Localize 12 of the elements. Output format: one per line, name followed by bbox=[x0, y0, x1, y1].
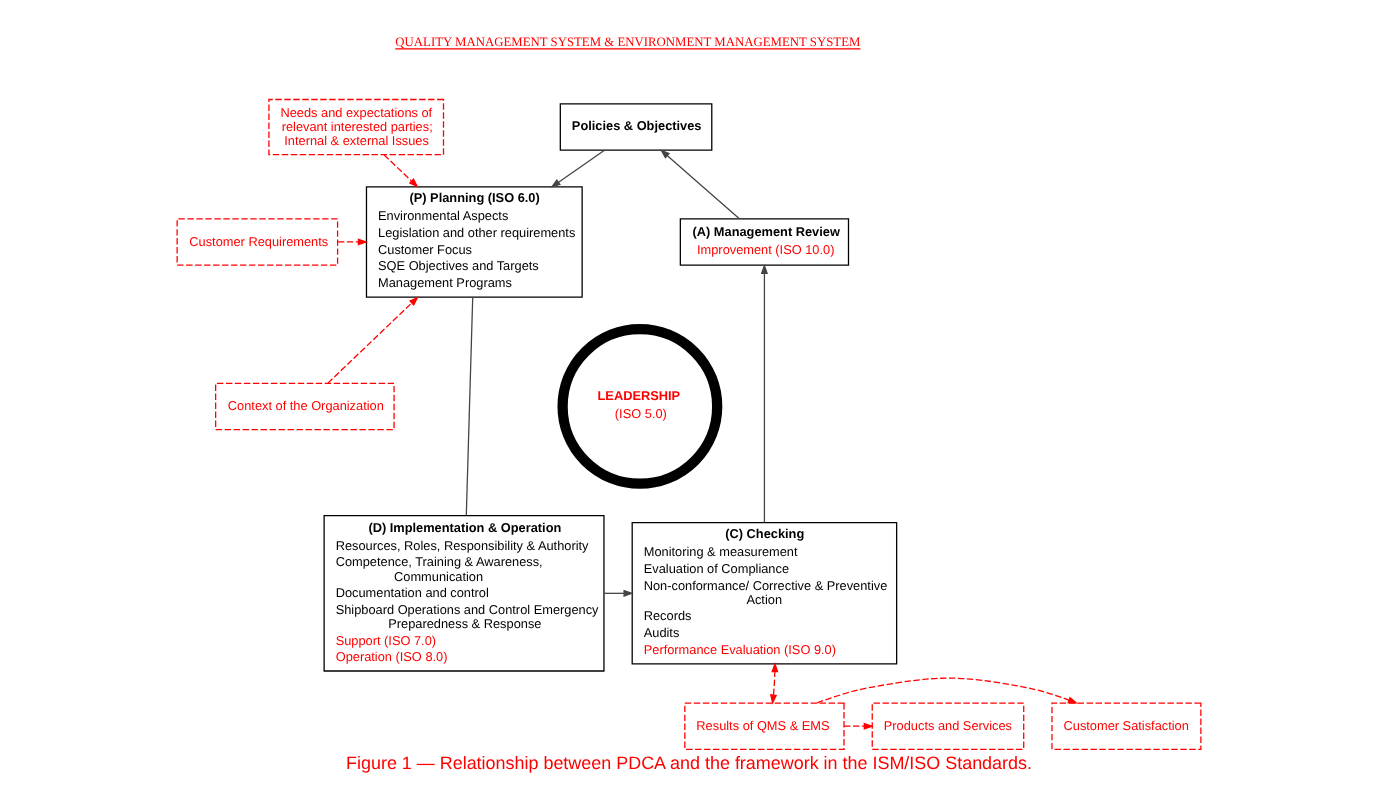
arrow bbox=[603, 589, 634, 597]
arrow bbox=[383, 154, 419, 188]
arrow bbox=[327, 296, 419, 384]
arrow bbox=[843, 722, 874, 730]
connector bbox=[465, 296, 474, 517]
arrow bbox=[337, 238, 369, 246]
arrow bbox=[769, 662, 779, 705]
arrow bbox=[659, 149, 740, 220]
arrow bbox=[760, 263, 768, 524]
arrow bbox=[550, 149, 606, 188]
arrow bbox=[816, 677, 1079, 704]
caption: Figure 1 — Relationship between PDCA and the framework in the ISM/ISO Standards. bbox=[346, 752, 1032, 773]
